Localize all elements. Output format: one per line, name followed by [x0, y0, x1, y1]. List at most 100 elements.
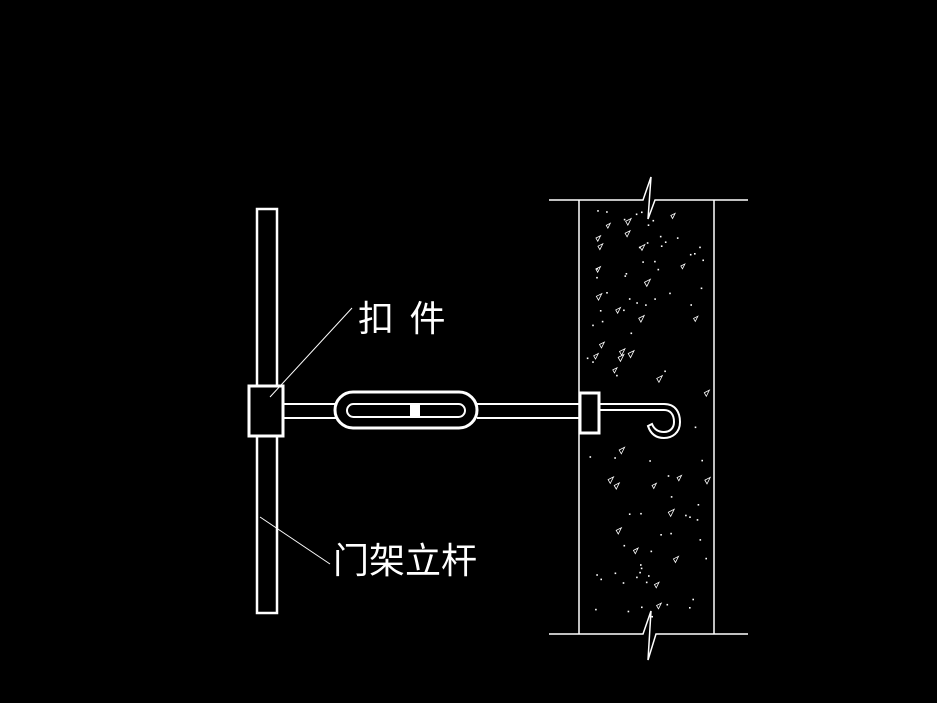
aggregate-dot [606, 292, 608, 294]
aggregate-dot [599, 310, 602, 312]
aggregate-dot [636, 302, 638, 304]
aggregate-dot [640, 512, 642, 515]
aggregate-triangle [615, 526, 623, 535]
aggregate-triangle [653, 581, 660, 589]
aggregate-triangle [617, 353, 625, 363]
aggregate-dot [651, 615, 653, 618]
aggregate-triangle [597, 242, 604, 251]
aggregate-triangle [595, 292, 603, 301]
aggregate-dot [640, 567, 643, 570]
aggregate-dot [640, 564, 642, 566]
aggregate-triangle [618, 347, 626, 357]
aggregate-dot [636, 576, 638, 579]
aggregate-dot [652, 219, 655, 222]
aggregate-dot [699, 539, 702, 541]
aggregate-triangle [625, 217, 633, 226]
aggregate-dot [601, 320, 604, 323]
aggregate-dot [625, 273, 628, 275]
aggregate-dot [597, 210, 599, 212]
aggregate-dot [592, 324, 594, 327]
aggregate-dot [595, 608, 597, 611]
aggregate-dot [606, 211, 608, 213]
aggregate-dot [623, 544, 626, 547]
aggregate-dot [694, 426, 697, 429]
aggregate-dot [622, 582, 625, 584]
aggregate-dot [654, 298, 656, 300]
tie-rod-left [281, 403, 336, 419]
aggregate-dot [614, 457, 616, 459]
aggregate-dot [660, 245, 663, 247]
aggregate-dot [689, 253, 692, 256]
aggregate-dot [592, 361, 594, 363]
aggregate-dot [646, 242, 649, 244]
aggregate-dot [628, 513, 631, 515]
aggregate-triangle [618, 446, 626, 455]
wall-anchor-plate [578, 391, 601, 435]
aggregate-dot [659, 235, 662, 238]
aggregate-triangle [672, 555, 680, 564]
coupler-clamp [247, 384, 285, 438]
aggregate-triangle [656, 374, 664, 384]
coupler-leader [269, 307, 353, 398]
aggregate-dot [641, 211, 643, 214]
aggregate-dot [689, 607, 691, 609]
aggregate-dot [641, 606, 643, 609]
aggregate-dot [645, 581, 648, 584]
aggregate-dot [700, 287, 703, 290]
aggregate-dot [623, 309, 625, 312]
turnbuckle [333, 390, 479, 430]
aggregate-dot [697, 504, 700, 506]
aggregate-dot [648, 575, 650, 577]
aggregate-dot [666, 603, 669, 606]
aggregate-dot [689, 516, 691, 518]
aggregate-dot [589, 456, 592, 458]
aggregate-dot [676, 237, 679, 239]
aggregate-dot [645, 304, 647, 306]
aggregate-dot [596, 574, 598, 576]
aggregate-dot [699, 246, 701, 249]
aggregate-dot [614, 572, 617, 575]
aggregate-triangle [627, 349, 635, 359]
aggregate-dot [664, 370, 666, 373]
aggregate-triangle [670, 212, 677, 220]
aggregate-dot [642, 261, 644, 263]
aggregate-dot [664, 241, 667, 243]
aggregate-triangle [605, 222, 612, 230]
aggregate-dot [586, 357, 589, 360]
upright-leader [259, 516, 331, 565]
aggregate-triangle [624, 229, 631, 238]
aggregate-triangle [638, 314, 646, 323]
aggregate-triangle [676, 474, 683, 482]
aggregate-dot [705, 557, 707, 560]
aggregate-triangle [667, 508, 676, 518]
aggregate-dot [670, 496, 673, 498]
aggregate-dot [669, 292, 671, 295]
aggregate-dot [660, 534, 662, 536]
aggregate-dot [627, 610, 630, 613]
aggregate-triangle [632, 547, 640, 555]
coupler-label: 扣 件 [358, 299, 448, 340]
aggregate-dot [654, 260, 656, 263]
aggregate-dot [647, 224, 650, 226]
aggregate-dot [701, 459, 703, 462]
aggregate-dot [649, 460, 651, 462]
aggregate-dot [623, 218, 626, 221]
aggregate-triangle [595, 265, 602, 274]
aggregate-triangle [607, 475, 615, 485]
aggregate-dot [616, 374, 618, 377]
aggregate-triangle [704, 476, 712, 485]
aggregate-triangle [651, 482, 658, 490]
aggregate-triangle [703, 389, 711, 398]
aggregate-dot [596, 276, 598, 279]
aggregate-dot [596, 268, 598, 270]
aggregate-dot [624, 275, 627, 277]
aggregate-dot [635, 213, 638, 216]
aggregate-triangle [598, 341, 606, 349]
aggregate-dot [639, 571, 641, 574]
aggregate-triangle [595, 234, 602, 243]
upright-label: 门架立杆 [333, 541, 478, 582]
aggregate-triangle [643, 278, 652, 288]
aggregate-triangle [613, 482, 621, 490]
aggregate-triangle [639, 243, 646, 252]
